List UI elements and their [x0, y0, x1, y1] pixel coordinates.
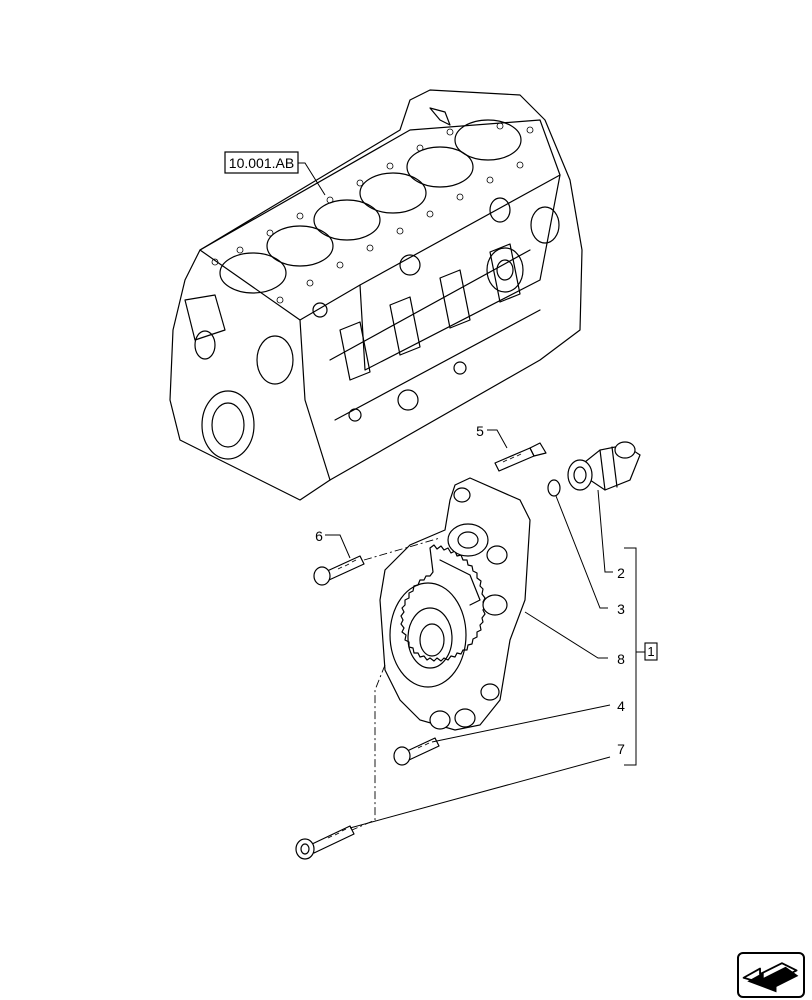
callout-2[interactable]: 2	[617, 565, 625, 581]
callout-leaders	[325, 429, 613, 829]
reference-label[interactable]: 10.001.AB	[229, 155, 294, 171]
callout-6[interactable]: 6	[315, 528, 323, 544]
engine-block-illustration	[169, 89, 583, 501]
bolt-6	[313, 555, 365, 586]
callout-5[interactable]: 5	[476, 423, 484, 439]
bolt-7	[295, 825, 355, 860]
oil-pump-assembly	[379, 477, 531, 731]
next-page-arrow-icon[interactable]	[737, 952, 805, 998]
callout-3[interactable]: 3	[617, 601, 625, 617]
bolt-5	[494, 442, 547, 472]
pressure-relief-valve	[567, 441, 641, 491]
group-bracket: 1	[624, 547, 658, 766]
callout-numbers: 5 6 2 3 8 4 7	[315, 423, 625, 757]
callout-7[interactable]: 7	[617, 741, 625, 757]
bolt-4	[393, 737, 440, 766]
group-label[interactable]: 1	[647, 644, 654, 659]
callout-4[interactable]: 4	[617, 698, 625, 714]
callout-8[interactable]: 8	[617, 651, 625, 667]
reference-box[interactable]: 10.001.AB	[224, 151, 299, 174]
o-ring	[547, 479, 561, 497]
